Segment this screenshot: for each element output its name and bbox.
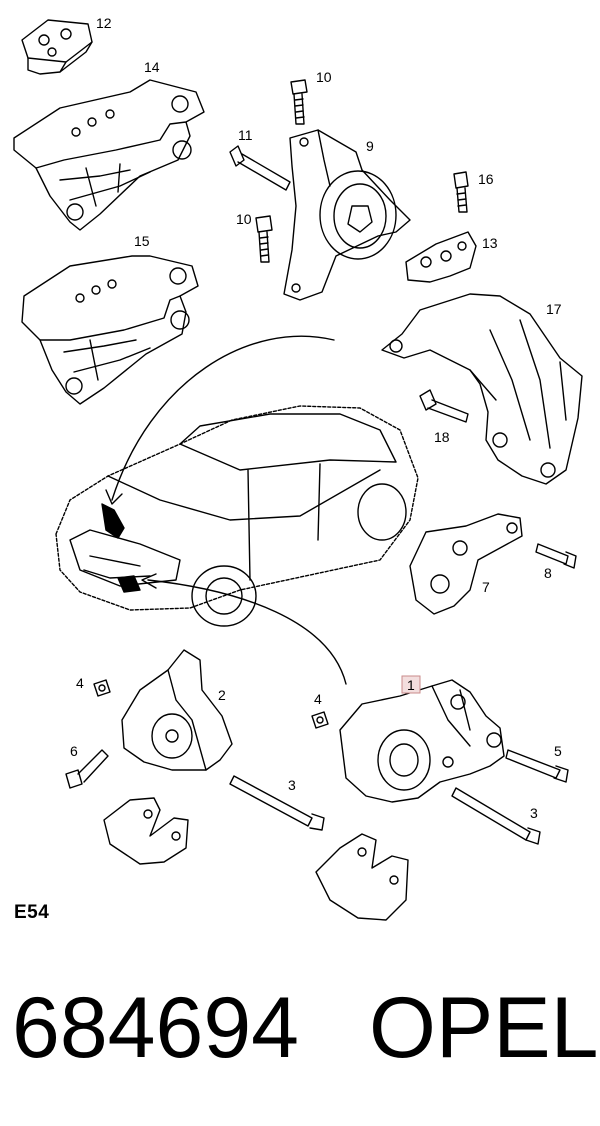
part-3-bolt-right bbox=[451, 787, 541, 845]
vehicle-outline bbox=[55, 405, 419, 627]
callout-4-right: 4 bbox=[314, 691, 322, 707]
callout-5: 5 bbox=[554, 743, 562, 759]
callout-12: 12 bbox=[96, 15, 112, 31]
callout-3-left: 3 bbox=[288, 777, 296, 793]
part-2-mount bbox=[121, 649, 233, 771]
part-16-bolt bbox=[453, 171, 469, 213]
callout-16: 16 bbox=[478, 171, 494, 187]
part-number: 684694 bbox=[12, 980, 299, 1076]
callout-4-left: 4 bbox=[76, 675, 84, 691]
callout-13: 13 bbox=[482, 235, 498, 251]
part-10-bolt-top bbox=[290, 79, 308, 125]
part-1-mount bbox=[339, 679, 505, 803]
part-15-engine-bracket bbox=[21, 255, 199, 405]
part-10-bolt-left bbox=[255, 215, 273, 263]
callout-8: 8 bbox=[544, 565, 552, 581]
pointer-arrows bbox=[105, 335, 347, 685]
part-18-bolt bbox=[419, 389, 469, 423]
figure-code: E54 bbox=[14, 902, 50, 923]
part-3-bolt-left bbox=[229, 775, 325, 831]
part-8-bolt bbox=[535, 543, 577, 569]
part-4-nut-right bbox=[311, 711, 329, 729]
callout-17: 17 bbox=[546, 301, 562, 317]
part-4-nut-left bbox=[93, 679, 111, 697]
brand-name: OPEL bbox=[368, 980, 599, 1076]
part-17-bracket bbox=[381, 293, 583, 485]
part-14-engine-bracket bbox=[13, 79, 205, 231]
callout-7: 7 bbox=[482, 579, 490, 595]
chassis-bracket-right bbox=[315, 833, 409, 921]
callout-15: 15 bbox=[134, 233, 150, 249]
parts-exploded-diagram: 12 14 10 11 9 16 10 15 13 17 18 8 7 1 4 … bbox=[13, 15, 583, 921]
part-9-mount bbox=[283, 129, 411, 301]
part-6-bolt bbox=[65, 749, 109, 789]
part-13-plate bbox=[405, 231, 477, 283]
callout-10-left: 10 bbox=[236, 211, 252, 227]
part-5-bolt bbox=[505, 749, 569, 783]
callout-10-top: 10 bbox=[316, 69, 332, 85]
callout-11: 11 bbox=[238, 127, 253, 143]
part-11-bolt bbox=[229, 145, 291, 191]
callouts: 12 14 10 11 9 16 10 15 13 17 18 8 7 1 4 … bbox=[70, 15, 562, 821]
callout-2: 2 bbox=[218, 687, 226, 703]
part-7-bracket bbox=[409, 513, 523, 615]
callout-1-highlight bbox=[401, 675, 421, 694]
callout-3-right: 3 bbox=[530, 805, 538, 821]
callout-1: 1 bbox=[407, 677, 415, 693]
callout-14: 14 bbox=[144, 59, 160, 75]
callout-6: 6 bbox=[70, 743, 78, 759]
part-12-bracket bbox=[21, 19, 93, 75]
callout-9: 9 bbox=[366, 138, 374, 154]
chassis-bracket-left bbox=[103, 797, 189, 865]
callout-18: 18 bbox=[434, 429, 450, 445]
